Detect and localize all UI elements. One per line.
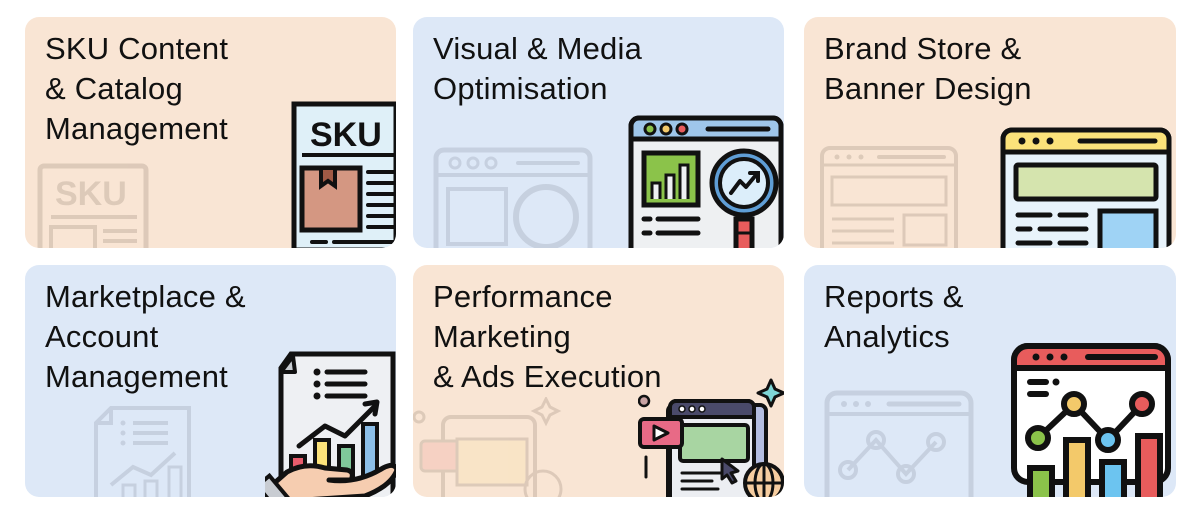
card-performance-marketing-ads[interactable]: Performance Marketing & Ads Execution [413,265,784,497]
card-title: Brand Store & Banner Design [824,31,1032,106]
video-ad-ghost-icon [413,397,573,497]
card-reports-analytics[interactable]: Reports & Analytics [804,265,1176,497]
card-sku-content-catalog[interactable]: SKU Content & Catalog Management SKU SKU [25,17,396,248]
report-growth-ghost-icon [93,405,193,497]
card-visual-media-optimisation[interactable]: Visual & Media Optimisation [413,17,784,248]
sku-label: SKU [310,116,382,154]
card-title: SKU Content & Catalog Management [45,31,229,146]
card-title: Reports & Analytics [824,279,964,354]
video-ad-browser-globe-icon [638,377,784,497]
hand-report-growth-icon [265,350,396,497]
sku-document-icon: SKU [290,100,396,248]
browser-chart-analytics-icon [1010,342,1172,497]
browser-banner-layout-icon [1000,127,1172,248]
browser-banner-ghost-icon [819,145,959,248]
card-brand-store-banner[interactable]: Brand Store & Banner Design [804,17,1176,248]
card-title: Performance Marketing & Ads Execution [433,279,662,394]
browser-chart-ghost-icon [824,390,974,497]
browser-analytics-ghost-icon [433,147,593,248]
card-title: Visual & Media Optimisation [433,31,643,106]
card-title: Marketplace & Account Management [45,279,246,394]
card-marketplace-account[interactable]: Marketplace & Account Management [25,265,396,497]
browser-analytics-magnifier-icon [628,115,784,248]
svg-text:SKU: SKU [55,175,127,213]
sku-document-ghost-icon: SKU [37,163,149,248]
